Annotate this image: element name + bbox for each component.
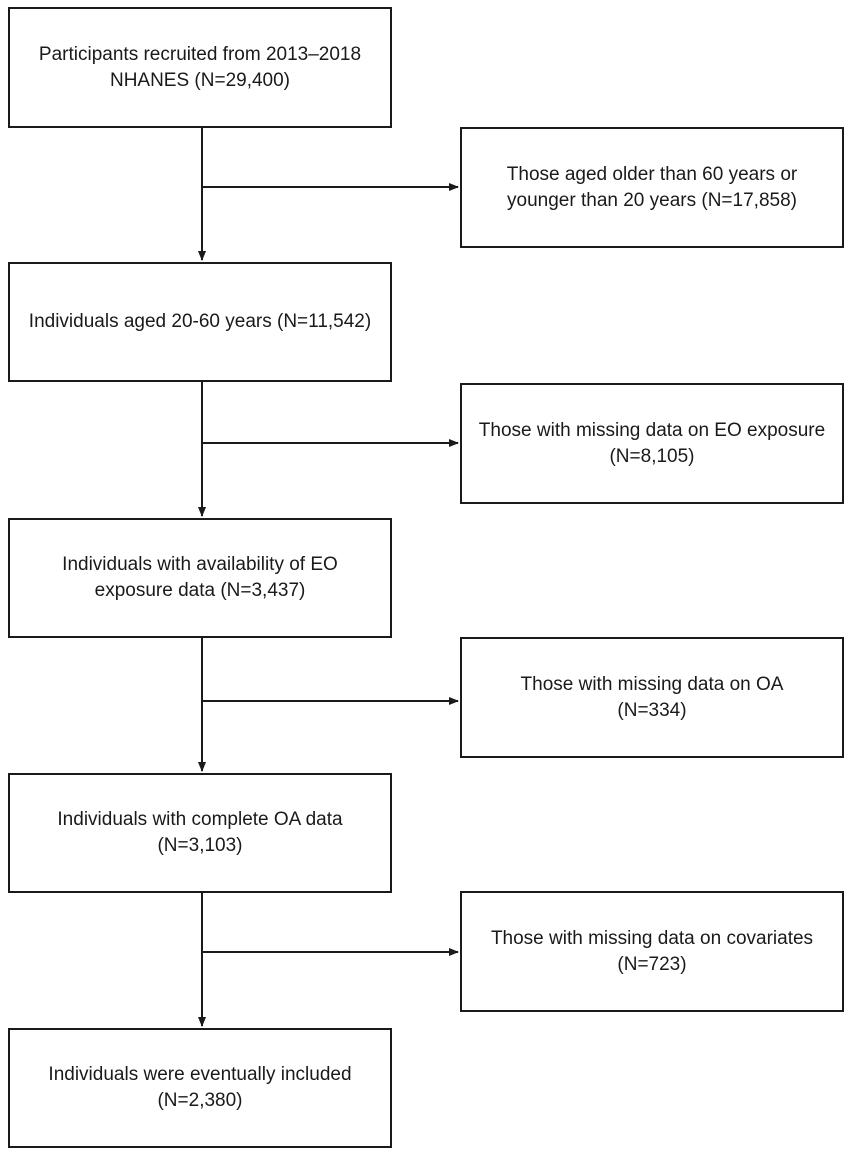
step-box-aged-20-60-line1: Individuals aged 20-60 years (N=11,542) xyxy=(28,311,372,332)
step-box-aged-20-60: Individuals aged 20-60 years (N=11,542) xyxy=(8,262,392,382)
step-box-included: Individuals were eventually included (N=… xyxy=(8,1028,392,1148)
step-box-recruited-line2: NHANES (N=29,400) xyxy=(109,69,291,91)
step-box-eo-exposure-available: Individuals with availability of EO expo… xyxy=(8,518,392,638)
exclusion-box-eo-missing: Those with missing data on EO exposure (… xyxy=(460,383,844,504)
exclusion-box-oa-missing-line1: Those with missing data on OA xyxy=(520,673,784,695)
step-box-eo-exposure-available-line1: Individuals with availability of EO xyxy=(62,554,338,575)
step-box-included-line2: (N=2,380) xyxy=(157,1090,243,1111)
exclusion-box-eo-missing-line1: Those with missing data on EO exposure xyxy=(478,419,826,441)
exclusion-box-covariates-missing-line2: (N=723) xyxy=(617,953,687,975)
exclusion-box-age: Those aged older than 60 years or younge… xyxy=(460,127,844,248)
step-box-complete-oa-line1: Individuals with complete OA data xyxy=(57,809,343,830)
step-box-complete-oa: Individuals with complete OA data (N=3,1… xyxy=(8,773,392,893)
step-box-eo-exposure-available-line2: exposure data (N=3,437) xyxy=(94,580,306,601)
exclusion-box-oa-missing-line2: (N=334) xyxy=(617,699,687,721)
exclusion-box-age-line2: younger than 20 years (N=17,858) xyxy=(507,189,797,211)
step-box-recruited: Participants recruited from 2013–2018 NH… xyxy=(8,7,392,128)
exclusion-box-covariates-missing-line1: Those with missing data on covariates xyxy=(490,927,814,949)
step-box-complete-oa-line2: (N=3,103) xyxy=(157,835,243,856)
exclusion-box-eo-missing-line2: (N=8,105) xyxy=(609,445,695,467)
exclusion-box-oa-missing: Those with missing data on OA (N=334) xyxy=(460,637,844,758)
step-box-included-line1: Individuals were eventually included xyxy=(48,1064,352,1085)
step-box-recruited-line1: Participants recruited from 2013–2018 xyxy=(38,43,362,65)
exclusion-box-covariates-missing: Those with missing data on covariates (N… xyxy=(460,891,844,1012)
exclusion-box-age-line1: Those aged older than 60 years or xyxy=(506,163,798,185)
